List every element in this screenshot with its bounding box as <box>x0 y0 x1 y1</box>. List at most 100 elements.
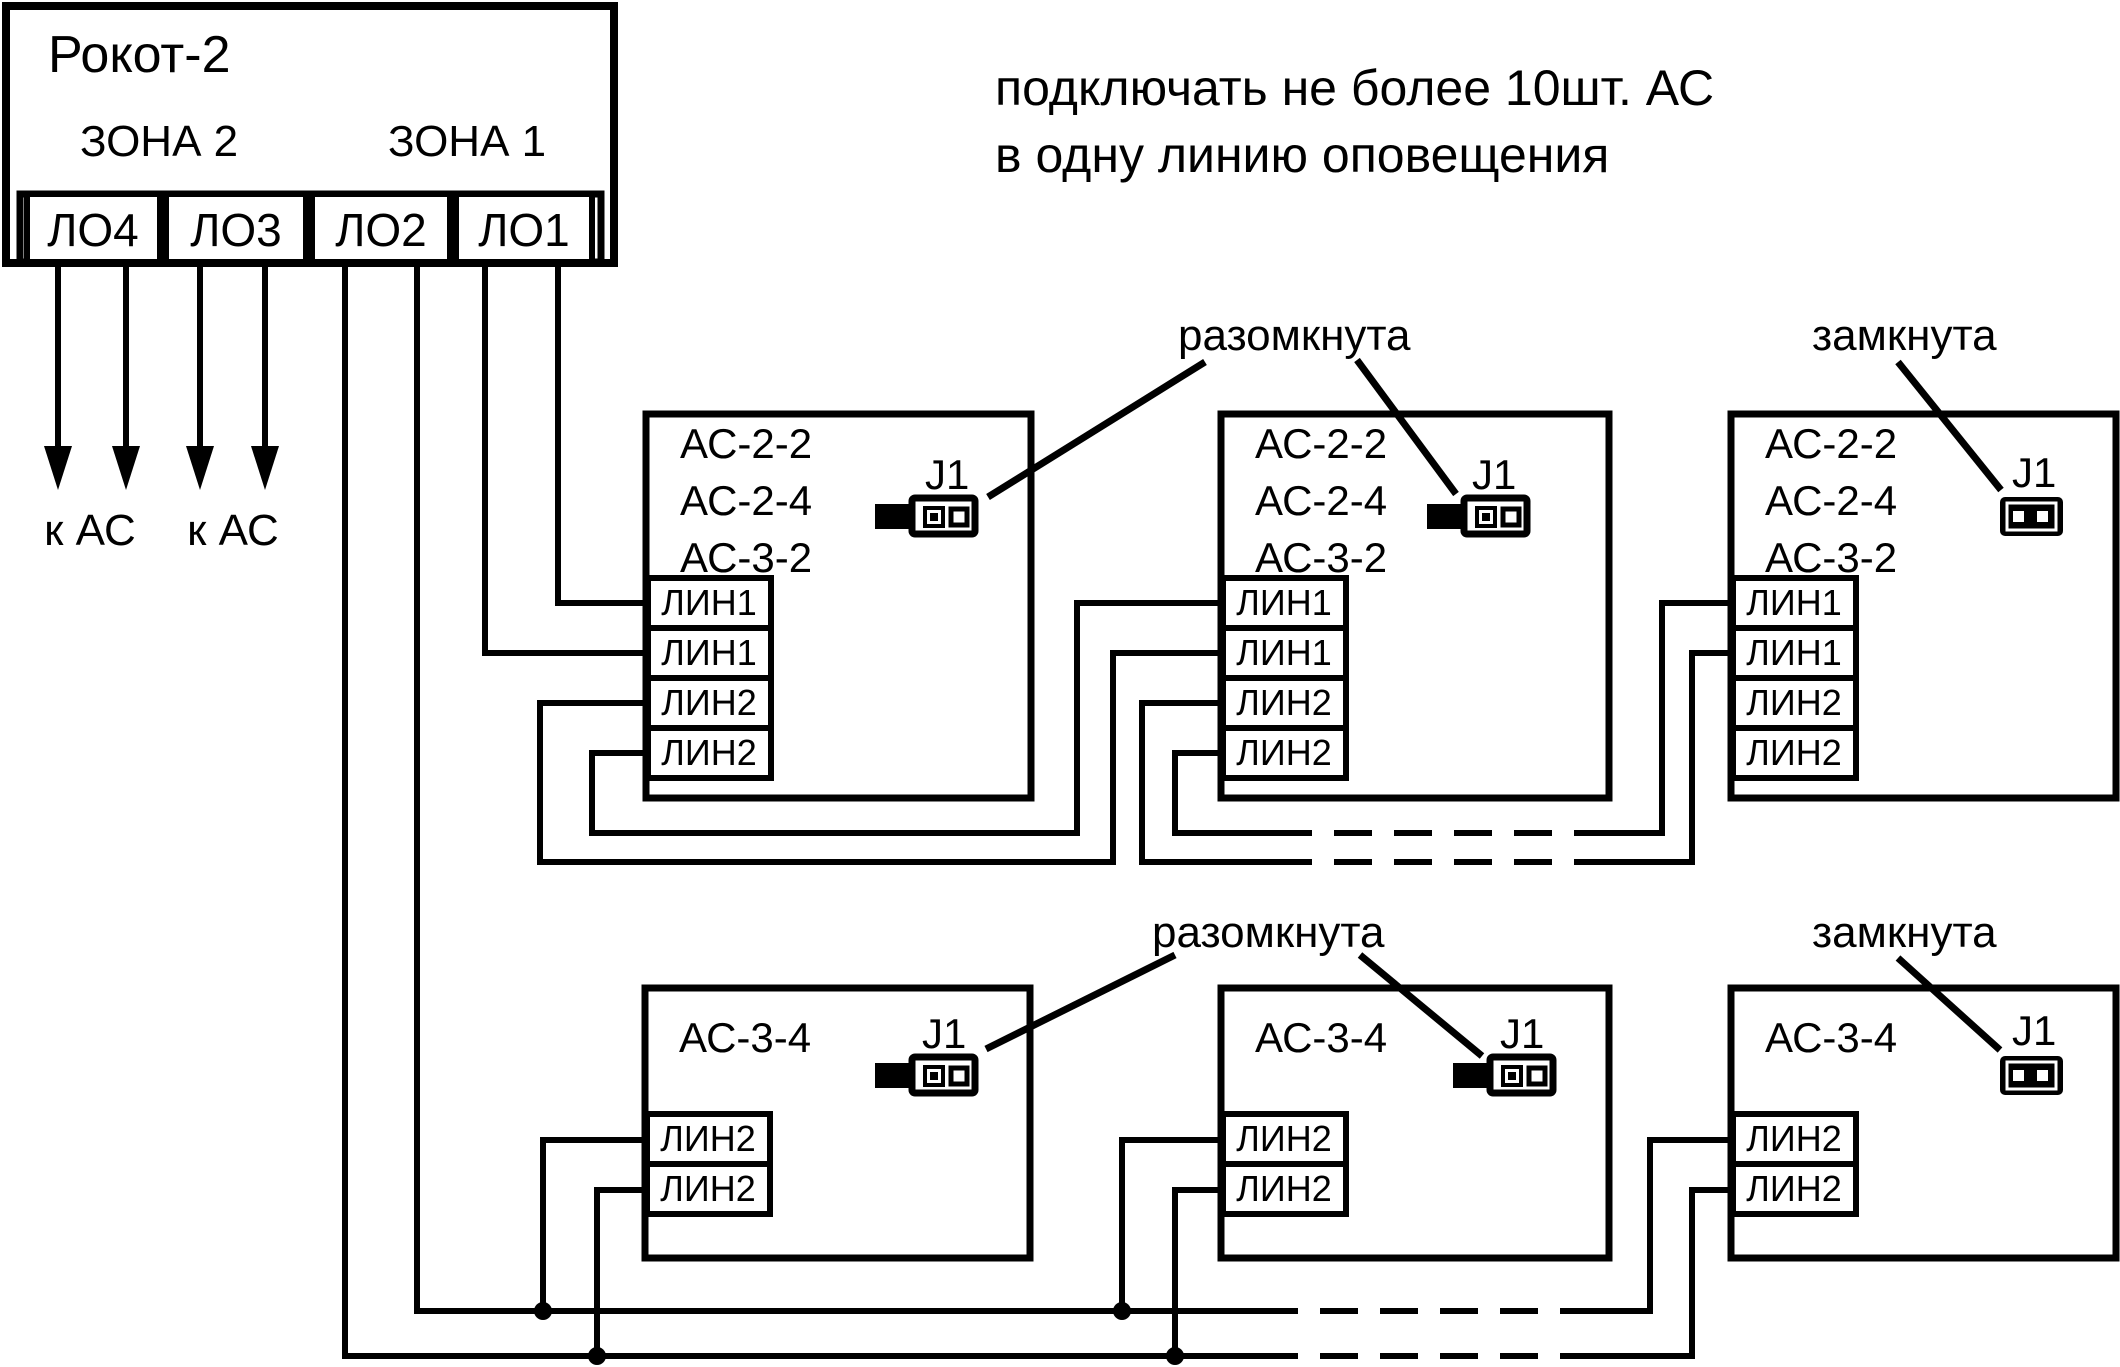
unit-2-terminal-label: ЛИН1 <box>1236 632 1332 673</box>
wire-lo2-lower-bus <box>342 262 1260 1359</box>
terminal-lo4-label: ЛО4 <box>47 204 139 256</box>
unit-4-model-1: АС-3-4 <box>679 1014 811 1061</box>
jumper-pin <box>2037 511 2048 522</box>
wire-to-unit3-lin1b <box>1586 650 1737 865</box>
speaker-arrows: к АС к АС <box>44 262 279 555</box>
unit-3-terminal-label: ЛИН1 <box>1746 632 1842 673</box>
unit-1-terminal-label: ЛИН2 <box>661 732 757 773</box>
jumper-open-icon <box>1427 494 1531 538</box>
unit-1-model-3: АС-3-2 <box>680 534 812 581</box>
wire-lo1-to-unit1-lin1a <box>555 262 652 606</box>
unit-6-terminal <box>1730 1161 1859 1217</box>
unit-6: АС-3-4 J1 ЛИН2 ЛИН2 <box>1730 1007 2063 1217</box>
unit-3-terminal <box>1730 625 1859 681</box>
to-speakers-label: к АС <box>44 506 136 555</box>
jumper-open-icon <box>875 1053 979 1097</box>
unit-4-jumper-label: J1 <box>922 1010 966 1057</box>
note-text: подключать не более 10шт. АС в одну лини… <box>995 60 1714 183</box>
jumper-open-icon <box>1453 1053 1557 1097</box>
unit-1-terminal-label: ЛИН2 <box>661 682 757 723</box>
unit-1-model-2: АС-2-4 <box>680 477 812 524</box>
unit-4: АС-3-4 J1 ЛИН2 ЛИН2 <box>644 1010 979 1217</box>
unit-5-terminal <box>1220 1111 1349 1167</box>
arrow-down-icon <box>251 446 279 490</box>
jumper-pin-core <box>930 1072 938 1080</box>
panel-title: Рокот-2 <box>48 26 230 84</box>
leader-line <box>984 951 1177 1053</box>
unit-1-model-1: АС-2-2 <box>680 420 812 467</box>
unit-2-model-2: АС-2-4 <box>1255 477 1387 524</box>
unit-5-terminal-label: ЛИН2 <box>1236 1168 1332 1209</box>
unit-3-terminal-label: ЛИН2 <box>1746 682 1842 723</box>
unit-2-jumper-label: J1 <box>1472 451 1516 498</box>
wire-to-unit3-lin1a <box>1586 600 1737 836</box>
unit-2-model-3: АС-3-2 <box>1255 534 1387 581</box>
unit-5-terminal <box>1220 1161 1349 1217</box>
note-line-1: подключать не более 10шт. АС <box>995 60 1714 116</box>
jumper-pin <box>2013 511 2024 522</box>
jumper-closed-icon <box>2000 497 2063 536</box>
wire-lower-bus-to-unit6 <box>1580 1187 1737 1359</box>
unit-2-terminal-label: ЛИН2 <box>1236 732 1332 773</box>
jumper-pin <box>1500 506 1522 528</box>
unit-6-terminal-label: ЛИН2 <box>1746 1168 1842 1209</box>
note-line-2: в одну линию оповещения <box>995 127 1609 183</box>
unit-1-terminal <box>645 725 774 781</box>
leader-line <box>1357 952 1485 1059</box>
annotation-open-bottom: разомкнута <box>1152 908 1385 957</box>
terminal-lo2-label: ЛО2 <box>335 204 427 256</box>
unit-1-jumper-label: J1 <box>925 451 969 498</box>
jumper-annotations: разомкнута замкнута разомкнута замкнута <box>984 311 2004 1059</box>
unit-2-terminal-label: ЛИН2 <box>1236 682 1332 723</box>
unit-3-model-2: АС-2-4 <box>1765 477 1897 524</box>
annotation-closed-top: замкнута <box>1812 311 1997 360</box>
wire-unit1-lin2a-to-unit2 <box>537 650 1227 865</box>
leader-line <box>1895 359 2004 493</box>
leader-line <box>986 359 1207 500</box>
arrow-down-icon <box>186 446 214 490</box>
unit-3-terminal-label: ЛИН2 <box>1746 732 1842 773</box>
wire-lo2-upper-bus <box>414 262 1260 1314</box>
unit-5-jumper-label: J1 <box>1500 1010 1544 1057</box>
rokot-panel: Рокот-2 ЗОНА 2 ЗОНА 1 ЛО4 ЛО3 ЛО2 ЛО1 <box>2 2 618 267</box>
jumper-pin-core <box>930 513 938 521</box>
wire-unit2-lin2a-solid <box>1139 700 1274 865</box>
junction-dot <box>1113 1302 1131 1320</box>
jumper-pin <box>948 1065 970 1087</box>
unit-1-terminal-label: ЛИН1 <box>661 582 757 623</box>
terminal-lo3-label: ЛО3 <box>190 204 282 256</box>
zone-1-label: ЗОНА 1 <box>388 117 546 166</box>
annotation-open-top: разомкнута <box>1178 311 1411 360</box>
wires <box>342 262 1737 1365</box>
junction-dot <box>588 1347 606 1365</box>
unit-3-model-3: АС-3-2 <box>1765 534 1897 581</box>
leader-line <box>1895 955 2003 1053</box>
unit-2-terminal-label: ЛИН1 <box>1236 582 1332 623</box>
wire-unit1-lin2b-to-unit2 <box>589 600 1227 836</box>
unit-6-jumper-label: J1 <box>2012 1007 2056 1054</box>
jumper-pin-core <box>1482 513 1490 521</box>
arrow-down-icon <box>112 446 140 490</box>
terminal-lo4 <box>24 191 163 265</box>
jumper-housing <box>2000 497 2063 536</box>
junction-dot <box>534 1302 552 1320</box>
unit-2-terminal <box>1220 725 1349 781</box>
unit-3-terminal <box>1730 725 1859 781</box>
jumper-pin <box>2037 1070 2048 1081</box>
unit-5: АС-3-4 J1 ЛИН2 ЛИН2 <box>1220 1010 1557 1217</box>
jumper-housing-inner <box>2005 1060 2058 1091</box>
unit-5-terminal-label: ЛИН2 <box>1236 1118 1332 1159</box>
unit-3-jumper-label: J1 <box>2012 449 2056 496</box>
terminal-lo3 <box>163 191 309 265</box>
wire-lo1-to-unit1-lin1b <box>482 262 652 656</box>
junction-dot <box>1166 1347 1184 1365</box>
unit-1-terminal <box>645 675 774 731</box>
jumper-housing-inner <box>2005 501 2058 532</box>
to-speakers-label: к АС <box>187 506 279 555</box>
jumper-open-icon <box>875 494 979 538</box>
annotation-closed-bottom: замкнута <box>1812 908 1997 957</box>
jumper-housing <box>2000 1056 2063 1095</box>
unit-4-terminal <box>644 1161 773 1217</box>
unit-2: АС-2-2 АС-2-4 АС-3-2 J1 ЛИН1 ЛИН1 ЛИН2 Л… <box>1220 420 1531 781</box>
